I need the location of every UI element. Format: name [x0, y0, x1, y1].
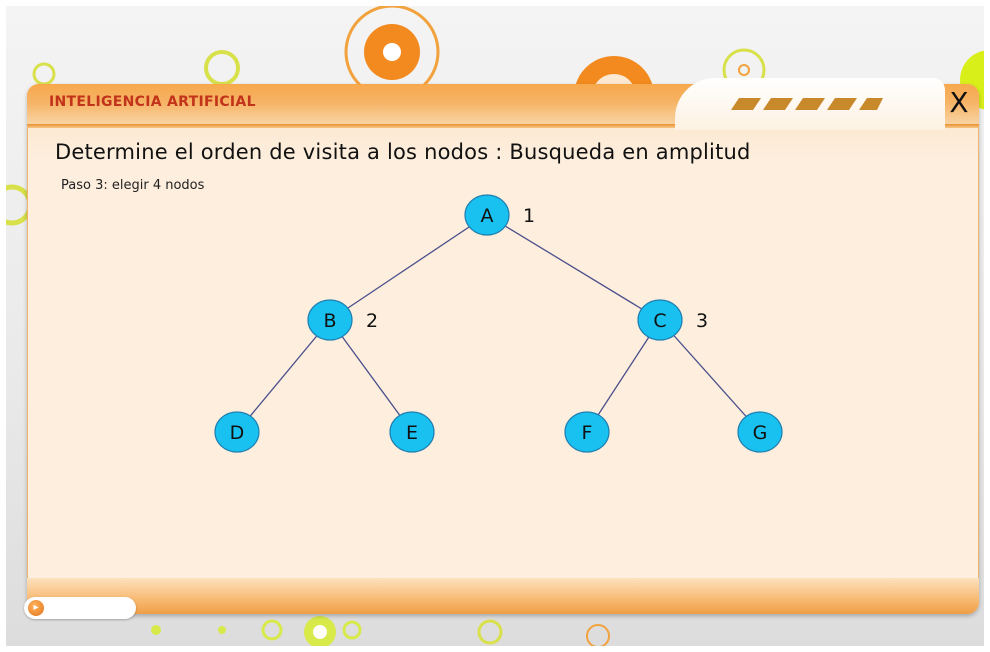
deco-circle [477, 619, 503, 645]
close-button[interactable]: X [949, 86, 969, 119]
node-circle[interactable] [307, 299, 353, 341]
node-label: F [582, 422, 593, 444]
play-arrow-icon[interactable]: ▸ [28, 600, 44, 616]
deco-circle [313, 625, 327, 639]
node-circle[interactable] [214, 411, 260, 453]
navigation-control: ▸ [24, 597, 136, 619]
step-instruction: Paso 3: elegir 4 nodos [61, 178, 205, 193]
stripe [827, 98, 857, 110]
title-bar-divider [27, 124, 979, 128]
tree-node-C[interactable]: C [637, 299, 683, 341]
node-label: E [406, 422, 418, 444]
deco-circle [586, 624, 610, 648]
tree-edge-A-B [329, 214, 488, 321]
deco-circle [151, 625, 161, 635]
deco-circle [0, 184, 33, 226]
visit-order-C: 3 [696, 310, 708, 332]
deco-circle [342, 620, 362, 640]
stripe [763, 98, 793, 110]
app-window: INTELIGENCIA ARTIFICIAL X Determine el o… [27, 78, 979, 614]
deco-circle [261, 619, 283, 641]
node-label: A [481, 205, 494, 227]
deco-circle [383, 43, 401, 61]
tree-node-A[interactable]: A [464, 194, 510, 236]
visit-order-A: 1 [523, 205, 535, 227]
deco-circle [738, 64, 750, 76]
node-label: D [230, 422, 245, 444]
node-circle[interactable] [637, 299, 683, 341]
tree-node-D[interactable]: D [214, 411, 260, 453]
node-circle[interactable] [389, 411, 435, 453]
tree-node-B[interactable]: B [307, 299, 353, 341]
tree-edge-B-E [329, 319, 413, 433]
tree-edge-C-G [659, 319, 761, 433]
stripe [795, 98, 825, 110]
deco-circle [204, 50, 240, 86]
tree-node-G[interactable]: G [737, 411, 783, 453]
node-label: G [753, 422, 768, 444]
tree-node-F[interactable]: F [564, 411, 610, 453]
app-title: INTELIGENCIA ARTIFICIAL [49, 94, 256, 110]
node-label: C [653, 310, 666, 332]
exercise-heading: Determine el orden de visita a los nodos… [55, 140, 751, 164]
tree-edge-B-D [236, 319, 331, 433]
stripe [731, 98, 761, 110]
node-label: B [323, 310, 336, 332]
tree-edge-A-C [486, 214, 661, 321]
deco-circle [218, 626, 226, 634]
stripe [859, 98, 883, 110]
footer-bar [27, 578, 979, 614]
tree-node-E[interactable]: E [389, 411, 435, 453]
tree-edge-C-F [586, 319, 661, 433]
node-circle[interactable] [464, 194, 510, 236]
deco-circle [32, 62, 56, 86]
stripes-decoration [731, 98, 883, 110]
visit-order-B: 2 [366, 310, 378, 332]
node-circle[interactable] [564, 411, 610, 453]
node-circle[interactable] [737, 411, 783, 453]
search-tree: A 1B 2 C 3D E F G [214, 194, 783, 453]
